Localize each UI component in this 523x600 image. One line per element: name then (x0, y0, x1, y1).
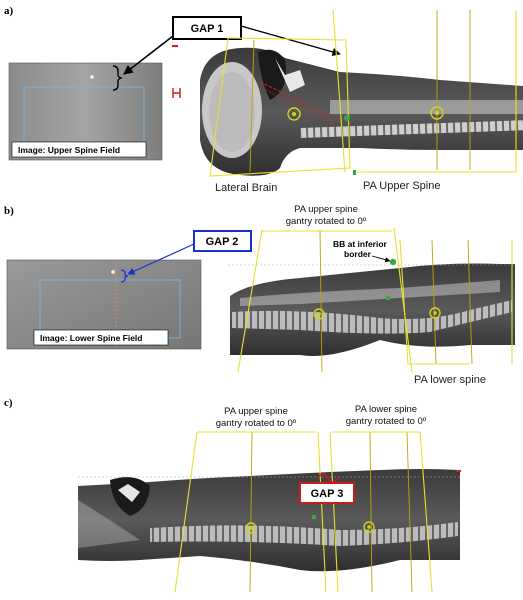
bb-pointer (371, 255, 391, 263)
pa-upper-spine-center-line (249, 431, 253, 593)
pa-upper-spine-label: PA Upper Spine (363, 180, 440, 192)
pa-upper-spine-inf-border (317, 431, 327, 593)
panel-a: a) Image: Upper Spine Field GAP 1 (4, 5, 523, 194)
panel-a-label: a) (4, 5, 14, 17)
panel-b-ct-sagittal (230, 263, 515, 356)
green-marker (312, 515, 316, 519)
marker-small (172, 45, 178, 47)
bb-label-line2: border (344, 249, 372, 259)
gap1-label: GAP 1 (191, 23, 224, 35)
pa-upper-spine-label-line1: PA upper spine (224, 406, 288, 417)
isocenter-upper-spine (430, 106, 444, 120)
gap1-box (172, 16, 242, 40)
caption-box (33, 329, 169, 346)
panel-a-xray-inset: Image: Upper Spine Field (8, 62, 163, 161)
caption-box (11, 141, 147, 158)
pa-lower-spine-center-line (431, 239, 437, 365)
isocenter-upper-spine (245, 522, 257, 534)
gap2-box (193, 230, 252, 252)
beam-line (467, 239, 473, 365)
image-caption: Image: Upper Spine Field (18, 145, 120, 155)
gap1-pointer-right (240, 25, 341, 56)
pa-lower-spine-label-line1: PA lower spine (355, 404, 417, 415)
pa-upper-spine-sup-border (174, 431, 198, 593)
pa-lower-spine-label-line2: gantry rotated to 0º (346, 416, 427, 427)
panel-b-xray-inset: Image: Lower Spine Field (6, 259, 202, 350)
pa-lower-spine-inf-border (419, 431, 433, 593)
bb-marker (90, 75, 94, 79)
panel-c-ct-sagittal (78, 469, 460, 572)
lateral-brain-center-line (249, 39, 255, 173)
bb-green-marker (389, 258, 397, 266)
gap-brace (120, 269, 129, 283)
gap3-marker (317, 473, 339, 483)
isocenter-lower-spine (363, 521, 375, 533)
panel-b-label: b) (4, 205, 14, 217)
lateral-brain-field (209, 37, 351, 177)
isocenter-brain (287, 107, 301, 121)
panel-a-ct-sagittal (200, 47, 523, 176)
gap2-pointer (127, 243, 195, 275)
marker-h (172, 88, 181, 98)
panel-c: c) GAP 3 PA upper spine (4, 397, 461, 593)
pa-upper-spine-inf-border (393, 227, 413, 373)
pa-upper-spine-label-line1: PA upper spine (294, 204, 358, 215)
pa-lower-spine-sup-border (399, 239, 409, 365)
panel-c-label: c) (4, 397, 13, 409)
pa-upper-spine-label-line2: gantry rotated to 0º (286, 216, 367, 227)
image-caption: Image: Lower Spine Field (40, 333, 143, 343)
pa-lower-spine-center-line (369, 431, 373, 593)
bb-marker (111, 270, 115, 274)
pa-upper-spine-sup-border (332, 9, 346, 173)
panel-b: b) Image: Lower Spine Field GAP 2 (4, 204, 515, 386)
pa-upper-spine-label-line2: gantry rotated to 0º (216, 418, 297, 429)
lateral-brain-label: Lateral Brain (215, 182, 277, 194)
beam-line (406, 431, 413, 593)
pa-lower-spine-label: PA lower spine (414, 374, 486, 386)
isocenter-upper-spine (313, 308, 325, 320)
isocenter-lower-spine (429, 307, 441, 319)
bb-label-line1: BB at inferior (333, 239, 388, 249)
pa-lower-spine-sup-border (329, 431, 339, 593)
gap3-label: GAP 3 (311, 488, 344, 500)
green-marker (344, 115, 350, 121)
gap1-pointer-left (123, 35, 174, 75)
pa-upper-spine-center-line (319, 229, 323, 373)
pa-upper-spine-sup-border (237, 229, 263, 373)
gap-brace (112, 65, 124, 91)
gap3-box (299, 482, 355, 504)
gap2-label: GAP 2 (206, 236, 239, 248)
